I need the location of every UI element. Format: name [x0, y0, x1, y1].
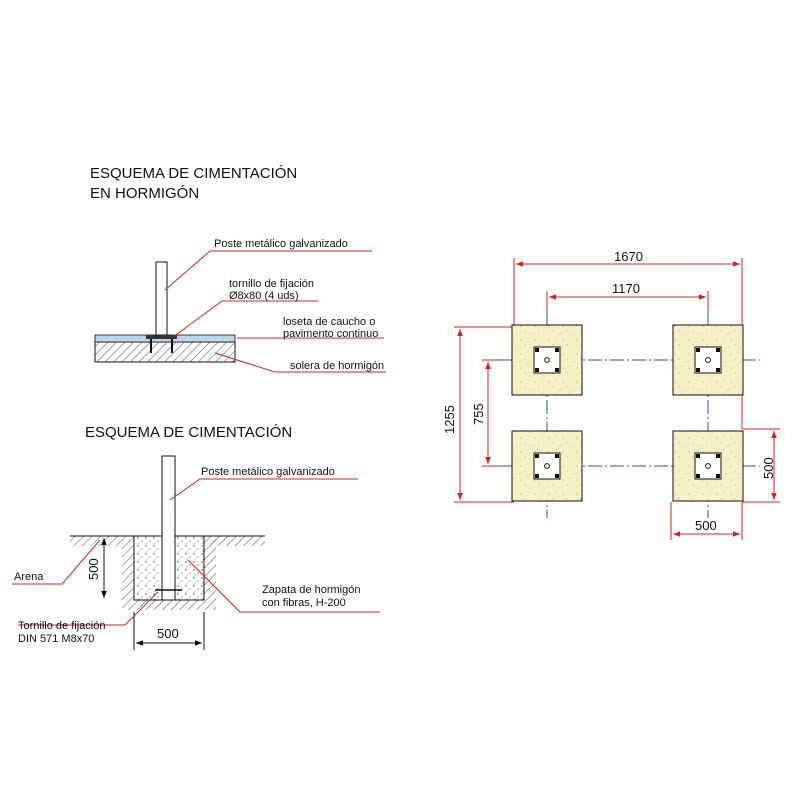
bolt — [696, 348, 700, 352]
leader-footing — [187, 559, 380, 613]
bolt — [535, 348, 539, 352]
dimension-depth: 500 — [86, 558, 101, 580]
top-detail: ESQUEMA DE CIMENTACIÓN EN HORMIGÓN Poste… — [90, 165, 386, 373]
label-screw-line1: Tornillo de fijación — [18, 620, 105, 632]
bolt — [555, 454, 559, 458]
label-footing-line2: con fibras, H-200 — [262, 597, 346, 609]
bolt — [555, 368, 559, 372]
bolt — [716, 368, 720, 372]
leader-screw — [172, 300, 318, 338]
label-screw-line2: DIN 571 M8x70 — [18, 633, 94, 645]
dimension-inner-width: 1170 — [612, 281, 640, 296]
label-post: Poste metálico galvanizado — [201, 466, 335, 478]
label-screw-line2: Ø8x80 (4 uds) — [229, 290, 299, 302]
dimension-width: 500 — [157, 626, 179, 641]
label-sand: Arena — [14, 571, 44, 583]
bolt — [555, 474, 559, 478]
dimension-footing-width: 500 — [695, 518, 717, 533]
pit-bottom — [122, 600, 216, 610]
bolt — [535, 368, 539, 372]
dimension-footing-height: 500 — [761, 457, 776, 479]
dimension-overall-width: 1670 — [614, 249, 643, 264]
label-rubber-line1: loseta de caucho o — [283, 316, 375, 328]
dimension-overall-height: 1255 — [442, 405, 457, 434]
label-footing-line1: Zapata de hormigón — [262, 584, 360, 596]
bolt — [716, 454, 720, 458]
leader-post — [164, 250, 372, 291]
concrete-slab — [94, 341, 236, 363]
post-centre — [544, 463, 550, 469]
bolt — [535, 454, 539, 458]
bolt — [555, 348, 559, 352]
leader-sand — [12, 539, 101, 585]
leader-slab — [214, 352, 386, 373]
footing — [672, 430, 744, 502]
pit-wall-left — [122, 536, 134, 600]
base-plate — [146, 335, 177, 339]
bolt — [696, 454, 700, 458]
label-post: Poste metálico galvanizado — [214, 238, 348, 250]
top-title-line1: ESQUEMA DE CIMENTACIÓN — [90, 165, 297, 182]
bolt — [696, 474, 700, 478]
label-slab: solera de hormigón — [290, 360, 384, 372]
ground-hatch-left — [70, 536, 122, 546]
bolt — [535, 474, 539, 478]
post-centre — [705, 463, 711, 469]
dimension-inner-height: 755 — [471, 403, 486, 425]
footings — [511, 324, 744, 502]
footing — [672, 324, 744, 396]
pit-wall-right — [204, 536, 216, 600]
ground-hatch-right — [210, 536, 265, 546]
bolt — [716, 348, 720, 352]
bottom-detail: ESQUEMA DE CIMENTACIÓN 500 500 Poste met… — [12, 424, 380, 650]
metal-post — [161, 455, 176, 601]
label-screw-line1: tornillo de fijación — [229, 278, 314, 290]
leader-screw — [18, 591, 159, 626]
leader-post — [169, 478, 358, 501]
metal-post — [155, 261, 168, 336]
plan-view: 1670 1170 1255 755 500 500 — [442, 249, 780, 540]
top-title-line2: EN HORMIGÓN — [90, 185, 199, 202]
footing — [511, 324, 583, 396]
bolt — [716, 474, 720, 478]
footing — [511, 430, 583, 502]
post-centre — [705, 357, 711, 363]
bolt — [696, 368, 700, 372]
label-rubber-line2: pavimento continuo — [283, 328, 378, 340]
bottom-title: ESQUEMA DE CIMENTACIÓN — [85, 424, 292, 441]
post-centre — [544, 357, 550, 363]
